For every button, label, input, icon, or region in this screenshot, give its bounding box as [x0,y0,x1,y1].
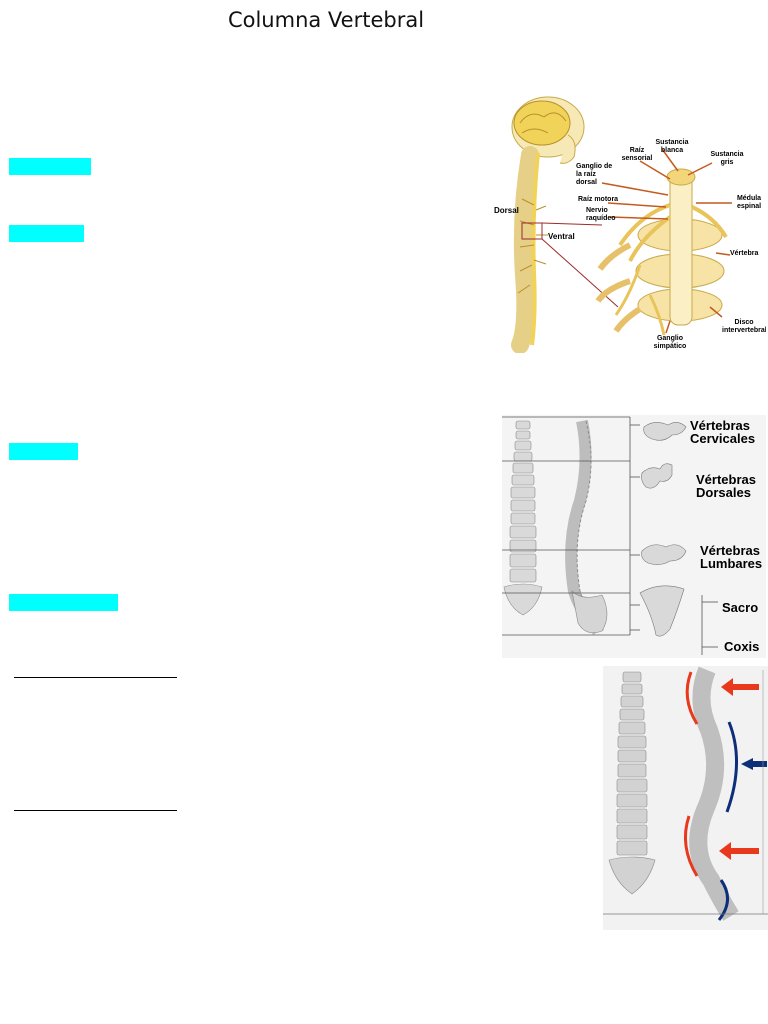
cervical-vertebra-icon [644,422,686,440]
dorsal-vertebra-icon [642,464,673,488]
blank-line-1 [14,677,177,678]
page-title: Columna Vertebral [0,8,652,32]
highlight-bar-1 [9,158,91,175]
label-ventral: Ventral [548,232,575,241]
vertebrae-regions-figure: Vértebras Cervicales Vértebras Dorsales … [502,415,766,658]
highlight-bar-2 [9,225,84,242]
label-raiz-sensorial: Raíz sensorial [618,147,656,163]
front-spine-column [609,672,655,894]
cord-segment [670,175,692,325]
label-sustancia-blanca: Sustancia blanca [650,139,694,155]
label-dorsal: Dorsal [494,206,519,215]
label-sustancia-gris: Sustancia gris [706,151,748,167]
label-raiz-motora: Raíz motora [578,196,618,203]
label-ganglio-raiz-dorsal: Ganglio de la raíz dorsal [576,163,618,187]
front-spine [504,421,542,615]
red-arrow-upper [721,678,759,696]
spinal-cord-figure: Dorsal Ventral Sustancia blanca Raíz sen… [490,95,766,353]
label-medula-espinal: Médula espinal [732,195,766,211]
highlight-bar-3 [9,443,78,460]
spinal-curvature-figure [603,666,768,930]
label-dorsales-2: Dorsales [696,485,751,500]
label-nervio-raquideo: Nervio raquídeo [586,207,624,223]
highlight-bar-4 [9,594,118,611]
label-disco-intervertebral: Disco intervertebral [722,319,766,335]
label-sacro: Sacro [722,600,758,615]
label-coxis: Coxis [724,639,759,654]
label-lumbares-2: Lumbares [700,556,762,571]
label-ganglio-simpatico: Ganglio simpático [650,335,690,351]
label-vertebra: Vértebra [730,250,758,257]
label-cervicales-2: Cervicales [690,431,755,446]
brain-shape [514,101,570,145]
red-arrow-lower [719,842,759,860]
lumbar-vertebra-icon [642,545,686,565]
blank-line-2 [14,810,177,811]
sacrum-icon [640,586,684,636]
